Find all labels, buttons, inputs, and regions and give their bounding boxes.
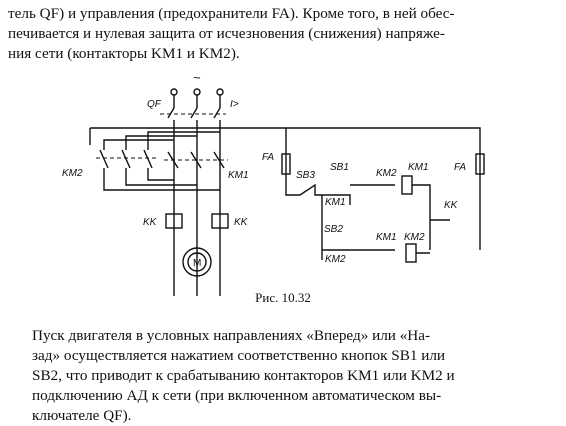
km1-hold-label: KM1 [325,197,346,208]
motor [182,247,212,277]
kk-left-label: KK [143,217,158,228]
text-line: ния сети (контакторы KM1 и KM2). [8,45,240,62]
km1-interlock-label: KM1 [376,232,397,243]
breaker-qf [160,107,226,296]
km2-left-label: KM2 [62,168,83,179]
text-line: печивается и нулевая защита от исчезнове… [8,25,445,42]
motor-label: M [193,258,201,269]
km2-coil [405,243,417,263]
text-line: Пуск двигателя в условных направлениях «… [32,327,431,344]
control-bus [321,194,351,260]
km2-coil-label: KM2 [404,232,425,243]
stop-branch [285,128,322,196]
km2-hold-label: KM2 [325,254,346,265]
km1-coil [401,175,413,195]
figure-caption: Рис. 10.32 [255,290,311,305]
sb3-label: SB3 [296,170,315,181]
text-line: зад» осуществляется нажатием соответстве… [32,347,446,364]
km1-power-contacts [164,151,228,169]
sb2-label: SB2 [324,224,343,235]
supply-terminals [170,88,224,108]
kk-control-label: KK [444,200,459,211]
return-wires [412,184,450,254]
circuit-diagram: ~ QF I> KM2 KM1 KK KK M FA [62,70,485,296]
qf-label: QF [147,99,162,110]
thermal-relays [165,213,229,229]
fa-left-label: FA [262,152,274,163]
fa-right-label: FA [454,162,466,173]
paragraph-bottom: Пуск двигателя в условных направлениях «… [8,326,556,426]
sb1-label: SB1 [330,162,349,173]
km2-power-contacts [96,131,220,191]
text-line: ключателе QF). [32,407,132,424]
text-line: подключению АД к сети (при включенном ав… [32,387,442,404]
text-line: тель QF) и управления (предохранители FA… [8,5,455,22]
fuse-right [475,153,485,175]
text-line: SB2, что приводит к срабатыванию контакт… [32,367,455,384]
km1-coil-label: KM1 [408,162,429,173]
interlock-wires [350,184,395,251]
paragraph-top: тель QF) и управления (предохранители FA… [8,4,556,64]
control-wire-top [90,127,481,250]
kk-right-label: KK [234,217,249,228]
tilde-label: ~ [193,70,201,85]
km2-interlock-label: KM2 [376,168,397,179]
km1-power-label: KM1 [228,170,249,181]
overcurrent-label: I> [230,99,239,110]
